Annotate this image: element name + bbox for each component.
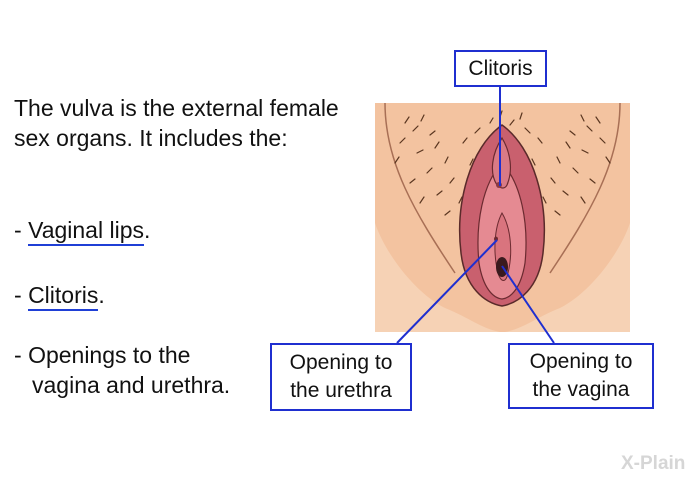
bullet-openings: - Openings to the vagina and urethra. [14,340,294,400]
openings-line-1: Openings to the [28,342,191,368]
vaginal-lips-link[interactable]: Vaginal lips [28,217,144,246]
bullet-suffix: . [98,282,105,308]
bullet-clitoris: - Clitoris. [14,280,105,311]
bullet-dash: - [14,282,29,308]
intro-text: The vulva is the external female sex org… [14,95,339,151]
openings-line-2: vagina and urethra. [32,372,231,398]
vulva-illustration [375,103,630,332]
bullet-dash: - [14,217,29,243]
callout-urethra: Opening to the urethra [270,343,412,411]
callout-urethra-line-2: the urethra [290,379,392,402]
bullet-dash: - [14,342,29,368]
logo-text: X-Plain [621,453,685,474]
anatomy-drawing [375,103,630,332]
clitoris-link[interactable]: Clitoris [28,282,99,311]
x-plain-logo: X-Plain [621,453,685,474]
callout-vagina: Opening to the vagina [508,343,654,409]
callout-vagina-line-1: Opening to [529,350,633,373]
callout-vagina-line-2: the vagina [532,378,630,401]
bullet-vaginal-lips: - Vaginal lips. [14,215,151,246]
callout-clitoris: Clitoris [454,50,547,87]
bullet-suffix: . [143,217,151,243]
callout-urethra-line-1: Opening to [289,351,393,374]
